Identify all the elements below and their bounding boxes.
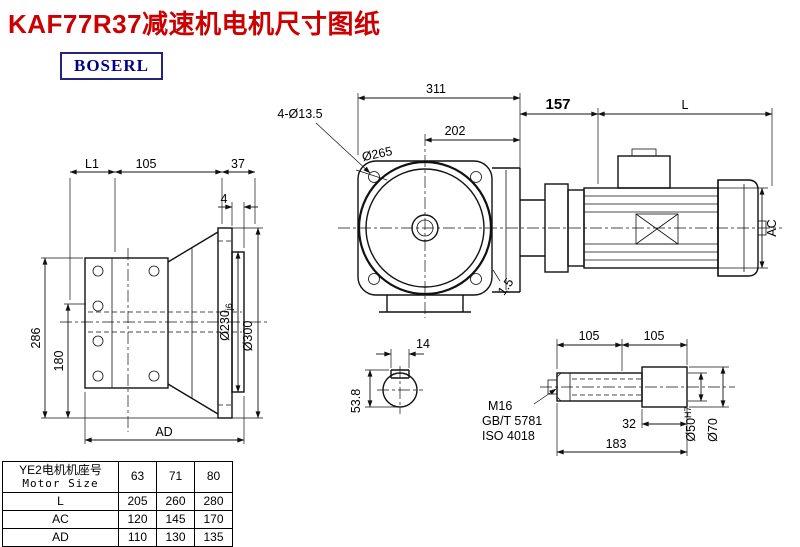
dim-d265: Ø265 [361, 144, 394, 164]
dim-183: 183 [606, 437, 627, 451]
table-header-motor-size: YE2电机机座号 Motor Size [2, 461, 119, 493]
dim-105b: 105 [644, 329, 665, 343]
table-header-cn: YE2电机机座号 [19, 462, 102, 477]
dim-105: 105 [136, 157, 157, 171]
dim-180: 180 [52, 351, 66, 372]
shaft-detail-view: M16 GB/T 5781 ISO 4018 105 105 32 183 Ø5… [482, 329, 735, 456]
table-row-L: L 205 260 280 [2, 492, 233, 511]
value-AC-80: 170 [194, 510, 233, 529]
key-section-view: 14 53.8 [349, 337, 430, 414]
label-std-gbt5781: GB/T 5781 [482, 414, 542, 428]
row-label-AC: AC [2, 510, 119, 529]
table-size-80: 80 [194, 461, 233, 493]
dim-AC: AC [765, 219, 779, 236]
dim-32: 32 [622, 417, 636, 431]
table-header-row: YE2电机机座号 Motor Size 63 71 80 [2, 461, 233, 493]
dim-d70: Ø70 [706, 418, 720, 442]
dim-286: 286 [29, 328, 43, 349]
dim-37: 37 [231, 157, 245, 171]
dim-1-5: 1.5 [495, 276, 516, 298]
dim-d300: Ø300 [241, 321, 255, 352]
dim-4: 4 [221, 192, 228, 206]
table-size-63: 63 [118, 461, 157, 493]
value-AD-80: 135 [194, 528, 233, 547]
dim-L: L [682, 98, 689, 112]
page-title: KAF77R37减速机电机尺寸图纸 [8, 9, 381, 39]
dim-4xD13-5: 4-Ø13.5 [277, 107, 322, 121]
dim-14: 14 [416, 337, 430, 351]
dim-157: 157 [545, 96, 570, 113]
side-view: L1 105 37 4 286 180 AD Ø230j6 Ø300 [29, 157, 268, 444]
boserl-logo: BOSERL [60, 52, 163, 80]
dim-d230j6: Ø230j6 [218, 303, 234, 341]
dim-53-8: 53.8 [349, 389, 363, 413]
label-thread-M16: M16 [488, 399, 512, 413]
table-header-en: Motor Size [22, 476, 99, 490]
table-size-71: 71 [156, 461, 195, 493]
dim-d50H7: Ø50H7 [683, 406, 698, 441]
dim-L1: L1 [85, 157, 99, 171]
dim-AD: AD [155, 425, 172, 439]
dim-202: 202 [445, 124, 466, 138]
table-row-AC: AC 120 145 170 [2, 510, 233, 529]
row-label-L: L [2, 492, 119, 511]
label-std-iso4018: ISO 4018 [482, 429, 535, 443]
value-L-63: 205 [118, 492, 157, 511]
table-row-AD: AD 110 130 135 [2, 528, 233, 547]
value-L-80: 280 [194, 492, 233, 511]
motor-size-table: YE2电机机座号 Motor Size 63 71 80 L 205 260 2… [2, 461, 233, 547]
value-L-71: 260 [156, 492, 195, 511]
value-AC-71: 145 [156, 510, 195, 529]
dim-311: 311 [426, 82, 446, 96]
value-AC-63: 120 [118, 510, 157, 529]
value-AD-71: 130 [156, 528, 195, 547]
dim-105a: 105 [579, 329, 600, 343]
front-view: 311 202 4-Ø13.5 Ø265 157 L AC 1.5 [277, 82, 782, 318]
